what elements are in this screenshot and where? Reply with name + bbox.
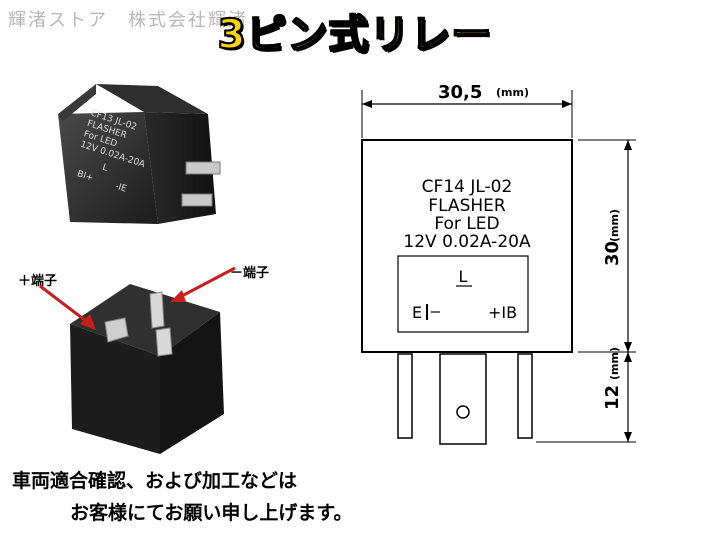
watermark-text: 輝渚ストア 株式会社輝渚 bbox=[8, 10, 248, 31]
plus-terminal-label: ＋端子 bbox=[18, 274, 58, 289]
terminal-b-label: +IB bbox=[488, 303, 517, 322]
notice-line-1: 車両適合確認、および加工などは bbox=[12, 470, 298, 492]
photo-text-terminal-e: -IE bbox=[114, 182, 128, 195]
drawing-label-line1: CF14 JL-02 bbox=[422, 177, 513, 197]
photo-text-terminal-b: BI+ bbox=[76, 169, 95, 184]
pin-dimension-unit: (mm) bbox=[608, 347, 621, 380]
notice-line-2: お客様にてお願い申し上げます。 bbox=[70, 502, 353, 524]
drawing-label-line3: For LED bbox=[434, 214, 499, 234]
terminal-l-label: L bbox=[459, 267, 468, 286]
technical-drawing: 30,5 (mm) CF14 JL-02 FLASHER For LED 12V… bbox=[361, 82, 636, 445]
drawing-label-line4: 12V 0.02A-20A bbox=[403, 232, 531, 252]
pin-dimension-value: 12 bbox=[602, 385, 623, 410]
width-dimension-unit: (mm) bbox=[496, 86, 529, 99]
relay-photo-bottom bbox=[39, 266, 236, 454]
width-dimension-value: 30,5 bbox=[438, 82, 482, 103]
minus-terminal-label: －端子 bbox=[230, 266, 270, 281]
headline-title: 3ピン式リレー bbox=[217, 11, 493, 59]
height-dimension-value: 30 bbox=[602, 241, 623, 266]
relay-photo-top: CF13 JL-02 FLASHER For LED 12V 0.02A-20A… bbox=[58, 84, 221, 224]
terminal-e-label: E bbox=[412, 303, 422, 322]
drawing-label-line2: FLASHER bbox=[428, 196, 506, 216]
photo-text-terminal-l: L bbox=[101, 163, 109, 174]
height-dimension-unit: (mm) bbox=[608, 209, 621, 242]
